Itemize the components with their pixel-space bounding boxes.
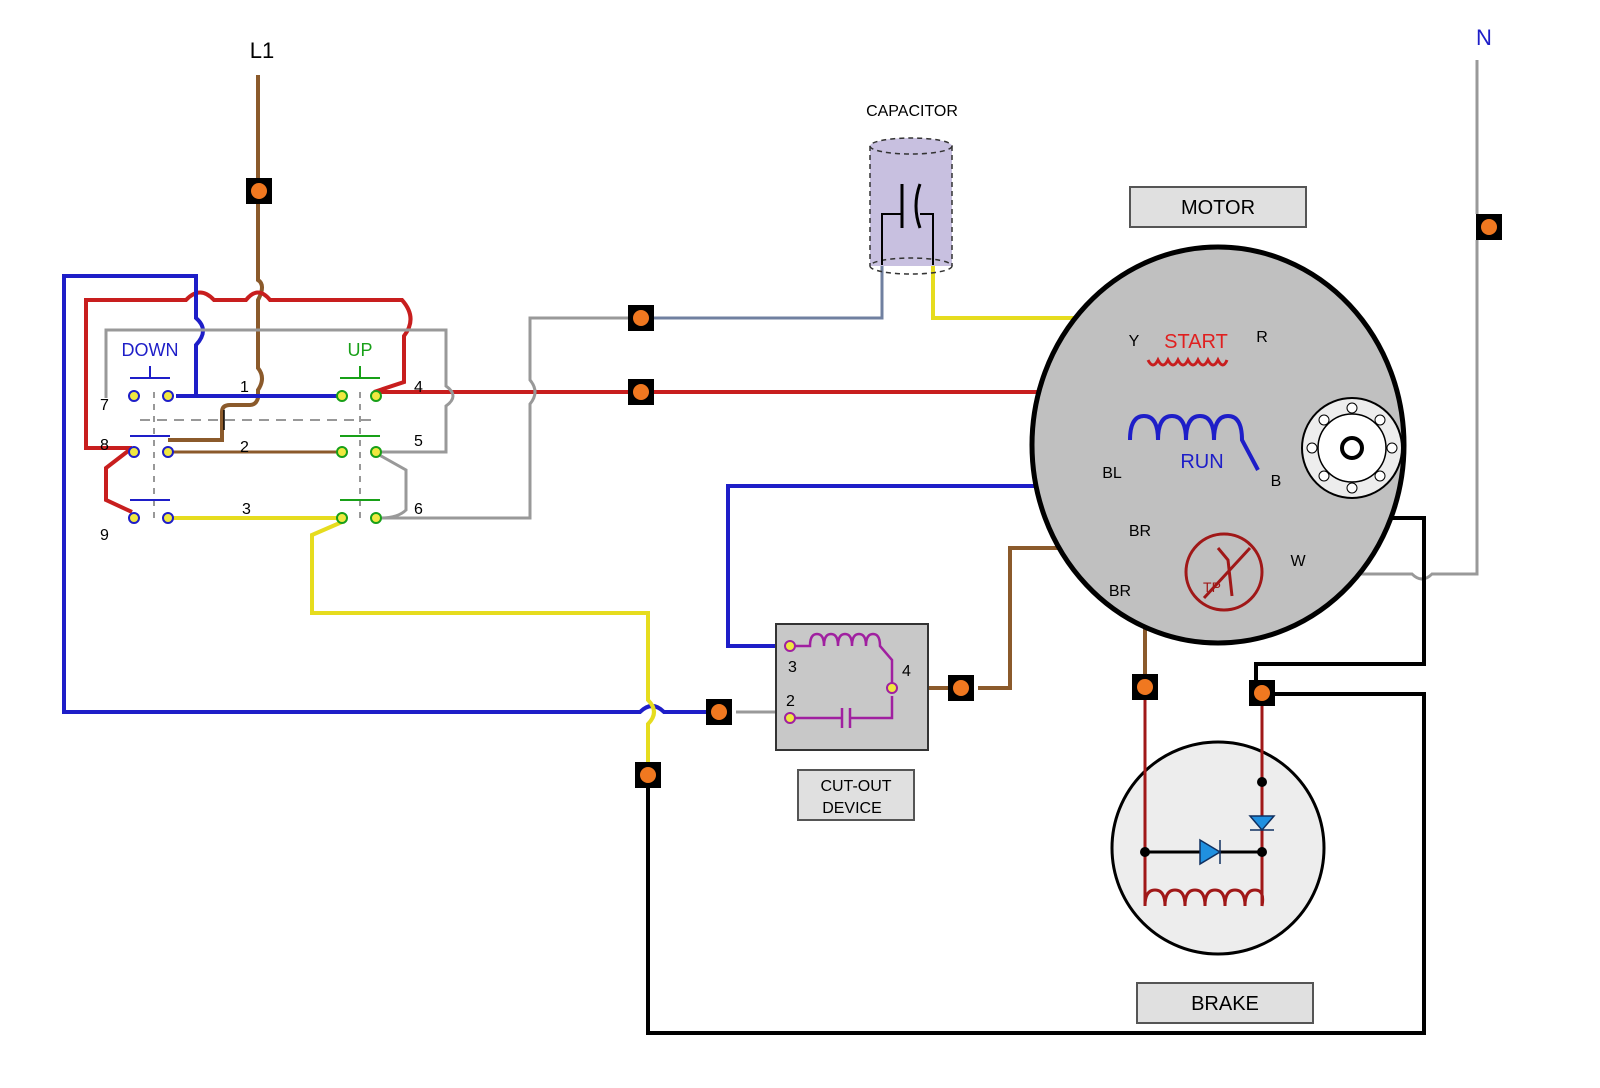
start-winding — [1146, 356, 1229, 367]
capacitor-body — [870, 146, 952, 266]
switch-assembly[interactable]: DOWN UP 1 2 3 4 5 6 7 8 9 — [100, 340, 423, 544]
up-label: UP — [347, 340, 372, 360]
up-button — [340, 366, 380, 379]
motor-terminal-r: R — [1256, 329, 1268, 346]
connector-start — [628, 379, 654, 405]
terminal-label-2: 2 — [240, 439, 249, 456]
red-loop-wire — [84, 290, 413, 514]
diode-horizontal-icon — [1199, 838, 1222, 866]
brake-label-box — [1136, 982, 1314, 1024]
wires — [62, 60, 1479, 1035]
terminal-label-9: 9 — [100, 527, 109, 544]
motor-terminal-bl: BL — [1102, 465, 1122, 482]
connector-cutout-2 — [706, 699, 732, 725]
cutout-terminal-4 — [886, 682, 898, 694]
cutout-label-line1: CUT-OUT — [820, 778, 891, 795]
switch-terminal-up-3 — [336, 512, 348, 524]
motor: MOTOR START Y R RUN BL B — [1029, 186, 1407, 646]
connector-brake-left — [1132, 674, 1158, 700]
cutout-label-line2: DEVICE — [822, 800, 882, 817]
switch-terminal-4 — [370, 390, 382, 402]
white-switch-wire-2 — [373, 450, 408, 520]
switch-terminal-up-2 — [336, 446, 348, 458]
motor-terminal-br-bottom: BR — [1109, 583, 1131, 600]
white-switch-wire — [104, 328, 455, 454]
thermal-protector-icon: TP — [1184, 532, 1264, 612]
motor-terminal-y: Y — [1129, 333, 1140, 350]
switch-terminal-5 — [370, 446, 382, 458]
run-winding-label: RUN — [1180, 451, 1223, 473]
terminal-label-1: 1 — [240, 379, 249, 396]
yellow-run-wire — [310, 520, 656, 766]
cutout-label-box — [797, 769, 915, 821]
cutout-terminal-label-4: 4 — [902, 663, 911, 680]
connector-capacitor — [628, 305, 654, 331]
start-winding-label: START — [1164, 331, 1228, 353]
cutout-terminal-label-3: 3 — [788, 659, 797, 676]
terminal-label-7: 7 — [100, 397, 109, 414]
motor-terminal-br-top: BR — [1129, 523, 1151, 540]
switch-terminal-up-1 — [336, 390, 348, 402]
connector-n — [1476, 214, 1502, 240]
connector-cutout-4 — [948, 675, 974, 701]
switch-terminal-8 — [128, 446, 140, 458]
switch-terminal-7 — [128, 390, 140, 402]
down-label: DOWN — [122, 340, 179, 360]
terminal-label-6: 6 — [414, 501, 423, 518]
cutout-terminal-3 — [784, 640, 796, 652]
motor-terminal-w: W — [1290, 553, 1306, 570]
capacitor-symbol — [900, 183, 922, 229]
neutral-label: N — [1476, 25, 1492, 50]
cutout-terminal-label-2: 2 — [786, 693, 795, 710]
brake-coil — [1143, 888, 1265, 907]
motor-label-box — [1129, 186, 1307, 228]
capacitor: CAPACITOR — [866, 103, 958, 275]
terminal-label-4: 4 — [414, 379, 423, 396]
motor-body — [1029, 244, 1407, 646]
run-winding — [1128, 413, 1260, 471]
motor-terminal-b: B — [1271, 473, 1282, 490]
switch-terminal-3 — [162, 512, 174, 524]
brake: BRAKE — [1110, 700, 1326, 1024]
terminal-label-8: 8 — [100, 437, 109, 454]
capacitor-gray-wire — [650, 265, 884, 320]
blue-return-wire — [62, 274, 706, 714]
thermal-protector-label: TP — [1203, 579, 1221, 595]
l1-label: L1 — [250, 38, 274, 63]
terminal-label-3: 3 — [242, 501, 251, 518]
brake-label: BRAKE — [1191, 993, 1259, 1015]
motor-shaft-icon — [1301, 397, 1403, 499]
cutout-device: 3 2 4 CUT-OUT DEVICE — [775, 623, 929, 821]
switch-terminal-6 — [370, 512, 382, 524]
connectors — [246, 178, 1502, 788]
white-capacitor-wire — [380, 316, 630, 520]
diode-vertical-icon — [1248, 815, 1276, 832]
motor-label: MOTOR — [1181, 197, 1255, 219]
down-button — [130, 366, 170, 379]
switch-terminal-9 — [128, 512, 140, 524]
terminal-label-5: 5 — [414, 433, 423, 450]
capacitor-top — [869, 137, 953, 155]
connector-brake-right — [1249, 680, 1275, 706]
switch-terminal-2 — [162, 446, 174, 458]
cutout-coil — [790, 632, 894, 688]
cutout-terminal-2 — [784, 712, 796, 724]
cutout-capacitor — [790, 696, 894, 728]
switch-terminal-1 — [162, 390, 174, 402]
connector-l1 — [246, 178, 272, 204]
black-return-wire — [646, 692, 1426, 1035]
connector-yellow — [635, 762, 661, 788]
capacitor-label: CAPACITOR — [866, 103, 958, 120]
